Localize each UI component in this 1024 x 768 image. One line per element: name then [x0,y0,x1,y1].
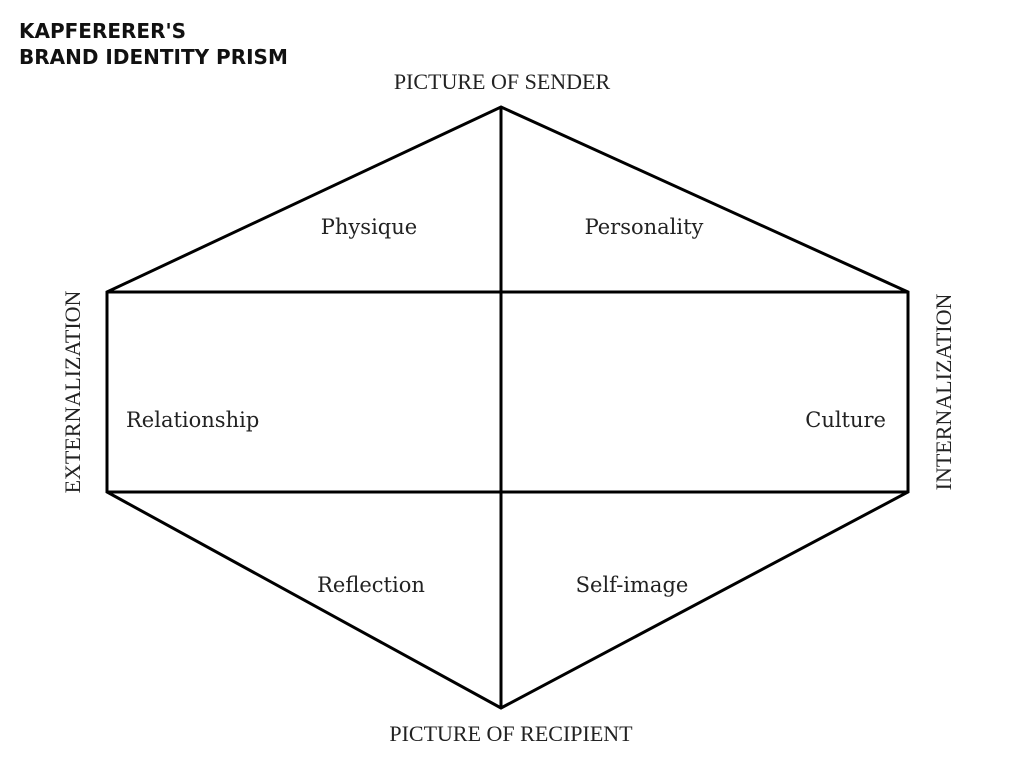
facet-self-image: Self-image [576,573,689,597]
title-line-2: BRAND IDENTITY PRISM [19,45,288,69]
facet-culture: Culture [805,408,886,432]
facet-relationship: Relationship [126,408,259,432]
facet-physique: Physique [321,215,417,239]
prism-outline [105,105,910,710]
axis-label-right: INTERNALIZATION [931,294,956,491]
facet-personality: Personality [585,215,704,239]
axis-label-left: EXTERNALIZATION [60,290,85,493]
facet-reflection: Reflection [317,573,425,597]
axis-label-bottom: PICTURE OF RECIPIENT [389,721,633,746]
title-line-1: KAPFERERER'S [19,19,187,43]
axis-label-top: PICTURE OF SENDER [394,69,611,94]
diagram-title: KAPFERERER'S BRAND IDENTITY PRISM [19,18,288,70]
